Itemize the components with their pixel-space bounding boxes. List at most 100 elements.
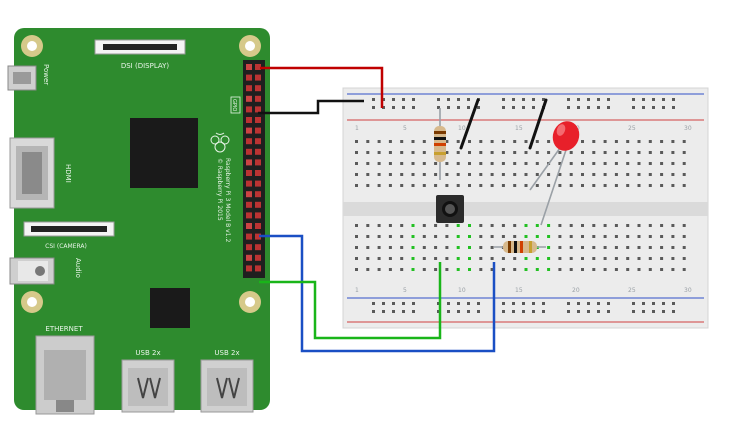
- breadboard-hole: [603, 162, 607, 165]
- breadboard-hole: [648, 235, 652, 238]
- breadboard-hole: [456, 246, 460, 249]
- wire-black: [258, 99, 364, 115]
- breadboard-hole: [501, 268, 505, 271]
- breadboard-hole: [592, 140, 596, 143]
- breadboard-hole: [652, 106, 655, 109]
- breadboard-hole: [535, 268, 539, 271]
- breadboard-hole: [535, 235, 539, 238]
- breadboard-hole: [490, 268, 494, 271]
- breadboard-hole: [392, 98, 395, 101]
- breadboard-hole: [422, 235, 426, 238]
- breadboard-hole: [671, 224, 675, 227]
- breadboard: 1 5 10 15 20 25 30 1 5 10 15 20 25 30: [342, 87, 709, 329]
- breadboard-hole: [388, 140, 392, 143]
- breadboard-hole: [434, 268, 438, 271]
- breadboard-hole: [437, 106, 440, 109]
- breadboard-hole: [479, 140, 483, 143]
- breadboard-hole: [456, 162, 460, 165]
- ethernet-label: ETHERNET: [45, 325, 83, 333]
- wire-green: [259, 262, 442, 340]
- gpio-pin: [255, 191, 261, 198]
- breadboard-hole: [626, 140, 630, 143]
- breadboard-hole: [672, 302, 675, 305]
- breadboard-hole: [456, 184, 460, 187]
- breadboard-hole: [672, 106, 675, 109]
- gpio-pin: [246, 85, 252, 92]
- breadboard-hole: [388, 224, 392, 227]
- breadboard-hole: [402, 98, 405, 101]
- breadboard-hole: [479, 235, 483, 238]
- breadboard-hole: [447, 106, 450, 109]
- gpio-pin: [246, 127, 252, 134]
- breadboard-hole: [535, 162, 539, 165]
- breadboard-hole: [372, 98, 375, 101]
- breadboard-hole: [400, 246, 404, 249]
- col-num-25: 25: [628, 125, 636, 132]
- breadboard-hole: [660, 257, 664, 260]
- breadboard-hole: [457, 310, 460, 313]
- breadboard-hole: [569, 268, 573, 271]
- breadboard-hole: [422, 224, 426, 227]
- usb-left-label: USB 2x: [135, 349, 160, 357]
- breadboard-hole: [626, 257, 630, 260]
- breadboard-hole: [547, 140, 551, 143]
- breadboard-hole: [479, 246, 483, 249]
- gpio-pin: [246, 254, 252, 261]
- breadboard-hole: [626, 162, 630, 165]
- breadboard-hole: [637, 257, 641, 260]
- breadboard-hole: [400, 151, 404, 154]
- breadboard-hole: [490, 257, 494, 260]
- breadboard-hole: [400, 173, 404, 176]
- breadboard-hole: [592, 151, 596, 154]
- breadboard-hole: [377, 173, 381, 176]
- breadboard-hole: [388, 257, 392, 260]
- col-num-5: 5: [403, 125, 407, 132]
- breadboard-hole: [502, 106, 505, 109]
- breadboard-hole: [392, 310, 395, 313]
- breadboard-hole: [542, 302, 545, 305]
- breadboard-hole: [532, 98, 535, 101]
- breadboard-hole: [535, 257, 539, 260]
- breadboard-hole: [603, 246, 607, 249]
- breadboard-hole: [468, 224, 471, 227]
- breadboard-hole: [437, 302, 440, 305]
- breadboard-hole: [569, 173, 573, 176]
- breadboard-hole: [434, 162, 438, 165]
- breadboard-hole: [456, 173, 460, 176]
- breadboard-hole: [477, 310, 480, 313]
- breadboard-hole: [382, 310, 385, 313]
- breadboard-hole: [355, 162, 358, 165]
- gpio-pin: [246, 138, 252, 145]
- breadboard-hole: [535, 140, 539, 143]
- breadboard-hole: [355, 246, 358, 249]
- gpio-pin: [246, 74, 252, 81]
- breadboard-hole: [662, 302, 665, 305]
- breadboard-hole: [400, 184, 404, 187]
- breadboard-hole: [522, 98, 525, 101]
- breadboard-hole: [400, 224, 404, 227]
- breadboard-hole: [614, 246, 618, 249]
- breadboard-hole: [468, 173, 471, 176]
- breadboard-hole: [377, 235, 381, 238]
- breadboard-hole: [502, 98, 505, 101]
- breadboard-hole: [366, 246, 370, 249]
- breadboard-hole: [513, 140, 517, 143]
- breadboard-hole: [524, 140, 528, 143]
- breadboard-hole: [422, 257, 426, 260]
- breadboard-hole: [581, 246, 584, 249]
- breadboard-hole: [592, 235, 596, 238]
- breadboard-hole: [524, 162, 528, 165]
- breadboard-hole: [648, 268, 652, 271]
- breadboard-hole: [662, 106, 665, 109]
- breadboard-hole: [626, 235, 630, 238]
- breadboard-hole: [660, 173, 664, 176]
- breadboard-hole: [592, 246, 596, 249]
- breadboard-hole: [558, 246, 562, 249]
- power-connector: Power: [7, 64, 50, 91]
- breadboard-hole: [512, 302, 515, 305]
- breadboard-hole: [524, 235, 528, 238]
- gpio-pin: [246, 64, 252, 70]
- breadboard-hole: [558, 162, 562, 165]
- breadboard-hole: [671, 235, 675, 238]
- breadboard-hole: [607, 106, 610, 109]
